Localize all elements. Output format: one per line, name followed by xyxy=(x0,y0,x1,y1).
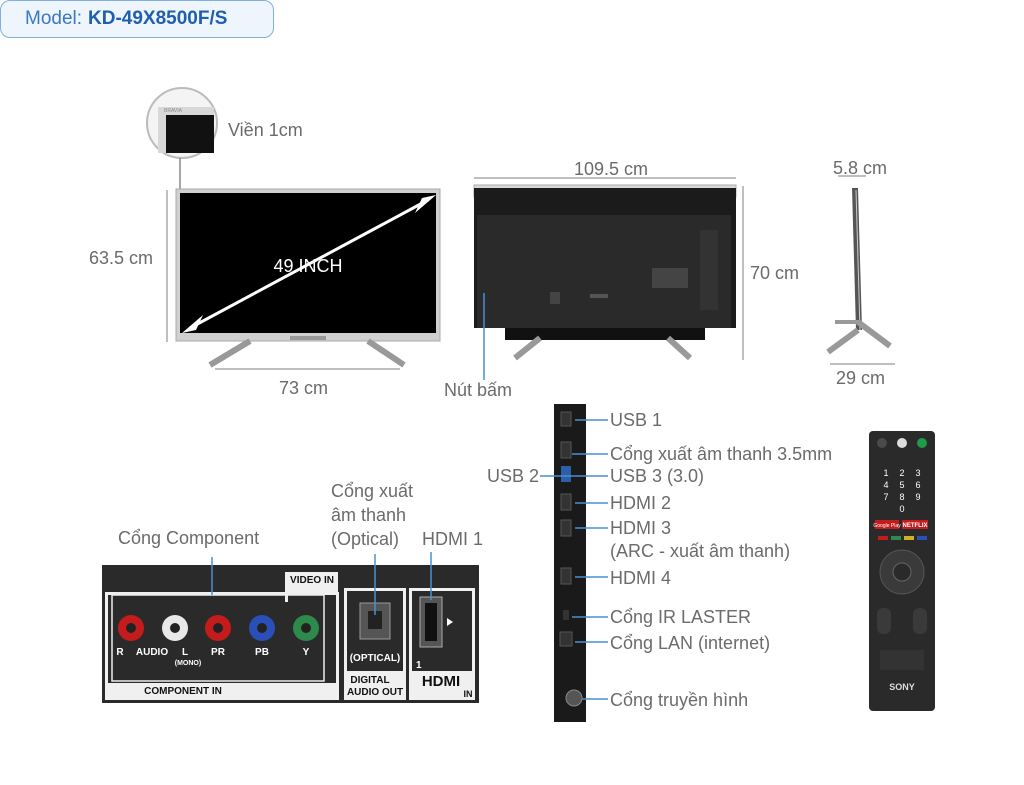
remote-key: 4 xyxy=(883,480,888,490)
front-width-label: 73 cm xyxy=(279,378,329,398)
google-play-key: Google Play xyxy=(873,523,901,529)
r-label: R xyxy=(116,647,124,658)
remote-key: 5 xyxy=(899,480,904,490)
stand-depth-label: 29 cm xyxy=(836,368,886,388)
model-value: KD-49X8500F/S xyxy=(88,8,228,29)
hdmi1-title: HDMI 1 xyxy=(422,529,484,549)
back-width-label: 109.5 cm xyxy=(574,159,649,179)
hdmi-in-label: IN xyxy=(464,689,473,699)
back-height-label: 70 cm xyxy=(750,263,800,283)
usb1-label: USB 1 xyxy=(610,410,663,430)
pr-label: PR xyxy=(211,647,226,658)
audio35-label: Cổng xuất âm thanh 3.5mm xyxy=(610,444,833,464)
tv-side xyxy=(826,175,895,365)
front-height-label: 63.5 cm xyxy=(89,248,154,268)
y-label: Y xyxy=(303,647,310,658)
model-label: Model: xyxy=(25,8,83,29)
hdmi-num-label: 1 xyxy=(416,660,422,671)
hdmi2-label: HDMI 2 xyxy=(610,493,672,513)
audio-out-label: AUDIO OUT xyxy=(347,687,403,698)
optical-label: (OPTICAL) xyxy=(350,653,401,664)
usb2-label: USB 2 xyxy=(487,466,540,486)
netflix-key: NETFLIX xyxy=(903,523,928,529)
hdmi3-label: HDMI 3 xyxy=(610,518,672,538)
button-label: Nút bấm xyxy=(444,380,513,400)
optical-title-1: Cổng xuất xyxy=(331,481,414,501)
bezel-brand: BRAVIA xyxy=(164,108,183,114)
rear-port-panel xyxy=(102,565,479,703)
usb3-label: USB 3 (3.0) xyxy=(610,466,705,486)
remote-control xyxy=(869,431,935,711)
optical-title-2: âm thanh xyxy=(331,505,407,525)
remote-key: 9 xyxy=(915,492,920,502)
ir-label: Cổng IR LASTER xyxy=(610,607,752,627)
remote-brand: SONY xyxy=(889,682,915,692)
hdmi-logo: HDMI xyxy=(422,673,460,690)
hdmi4-label: HDMI 4 xyxy=(610,568,672,588)
tv-front xyxy=(175,188,441,368)
pb-label: PB xyxy=(255,647,269,658)
diagonal-label: 49 INCH xyxy=(273,256,342,276)
component-in-label: COMPONENT IN xyxy=(144,686,222,697)
digital-label: DIGITAL xyxy=(350,675,389,686)
optical-title-3: (Optical) xyxy=(331,529,400,549)
antenna-label: Cổng truyền hình xyxy=(610,690,749,710)
remote-key: 6 xyxy=(915,480,920,490)
model-badge: Model: KD-49X8500F/S xyxy=(0,0,274,38)
port-leaders xyxy=(540,419,608,700)
hdmi3-note: (ARC - xuất âm thanh) xyxy=(610,541,791,561)
remote-key: 2 xyxy=(899,468,904,478)
lan-label: Cổng LAN (internet) xyxy=(610,633,771,653)
side-depth-label: 5.8 cm xyxy=(833,158,888,178)
bezel-zoom xyxy=(146,87,218,190)
component-title: Cổng Component xyxy=(118,528,260,548)
audio-label: AUDIO xyxy=(136,647,168,658)
remote-key: 3 xyxy=(915,468,920,478)
remote-key: 0 xyxy=(899,504,904,514)
video-in-label: VIDEO IN xyxy=(290,575,334,586)
tv-back xyxy=(473,184,737,380)
side-port-strip xyxy=(554,404,586,722)
remote-key: 7 xyxy=(883,492,888,502)
remote-number-keys: 1 2 3 4 5 6 7 8 9 0 xyxy=(883,468,920,514)
rear-leaders xyxy=(211,552,432,615)
remote-key: 1 xyxy=(883,468,888,478)
remote-key: 8 xyxy=(899,492,904,502)
mono-label: (MONO) xyxy=(175,660,201,667)
bezel-label: Viền 1cm xyxy=(228,120,303,140)
l-label: L xyxy=(182,647,188,658)
